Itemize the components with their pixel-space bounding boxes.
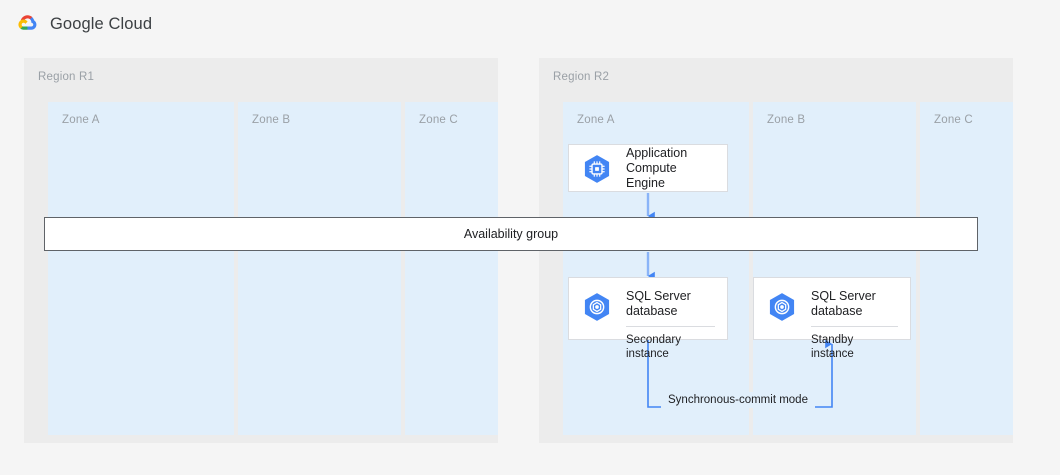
region-r2-zone-c-label: Zone C: [934, 114, 973, 126]
availability-group-label: Availability group: [463, 227, 559, 241]
card-sql-server-secondary-meta: Secondary instance: [626, 334, 681, 360]
sql-server-database-icon: [769, 293, 795, 321]
architecture-diagram: Region R1 Zone A Zone B Zone C Region R2…: [0, 48, 1060, 475]
region-r2-zone-b: Zone B: [753, 102, 916, 435]
region-r2-zone-b-label: Zone B: [767, 114, 806, 126]
brand-name: Google Cloud: [50, 14, 153, 33]
sql-server-database-icon: [584, 293, 610, 321]
card-sql-server-standby-subtitle: database: [811, 304, 863, 318]
region-r2-zone-c: Zone C: [920, 102, 1013, 435]
region-r1-label: Region R1: [38, 71, 95, 83]
card-sql-server-standby-meta: Standby instance: [811, 334, 854, 360]
card-sql-server-standby-body: SQL Server database Standby instance: [811, 289, 898, 361]
region-r1-zone-b-label: Zone B: [252, 114, 291, 126]
region-r1-zone-c: Zone C: [405, 102, 498, 435]
card-application[interactable]: Application Compute Engine: [568, 144, 728, 192]
card-sql-server-standby-divider: [811, 326, 898, 327]
google-cloud-logo-icon: [18, 15, 37, 30]
region-r2-label: Region R2: [553, 71, 610, 83]
card-application-subtitle: Compute Engine: [626, 160, 677, 190]
card-sql-server-secondary-subtitle: database: [626, 304, 678, 318]
card-sql-server-standby[interactable]: SQL Server database Standby instance: [753, 277, 911, 360]
card-sql-server-secondary-title: SQL Server: [626, 289, 691, 303]
card-sql-server-standby-title: SQL Server: [811, 289, 876, 303]
region-r1-zone-a-label: Zone A: [62, 114, 100, 126]
region-r1-zone-b: Zone B: [238, 102, 401, 435]
compute-engine-icon: [584, 155, 610, 183]
availability-group-bar: Availability group: [44, 217, 978, 251]
card-sql-server-secondary[interactable]: SQL Server database Secondary instance: [568, 277, 728, 360]
region-r1-zone-c-label: Zone C: [419, 114, 458, 126]
region-r2-zone-a-label: Zone A: [577, 114, 615, 126]
replication-mode-label: Synchronous-commit mode: [661, 392, 815, 408]
region-r1-zone-a: Zone A: [48, 102, 234, 435]
card-sql-server-secondary-body: SQL Server database Secondary instance: [626, 289, 715, 361]
card-application-title: Application: [626, 145, 688, 160]
card-sql-server-secondary-divider: [626, 326, 715, 327]
page-header: Google Cloud: [0, 0, 1060, 48]
card-application-body: Application Compute Engine: [626, 146, 715, 191]
